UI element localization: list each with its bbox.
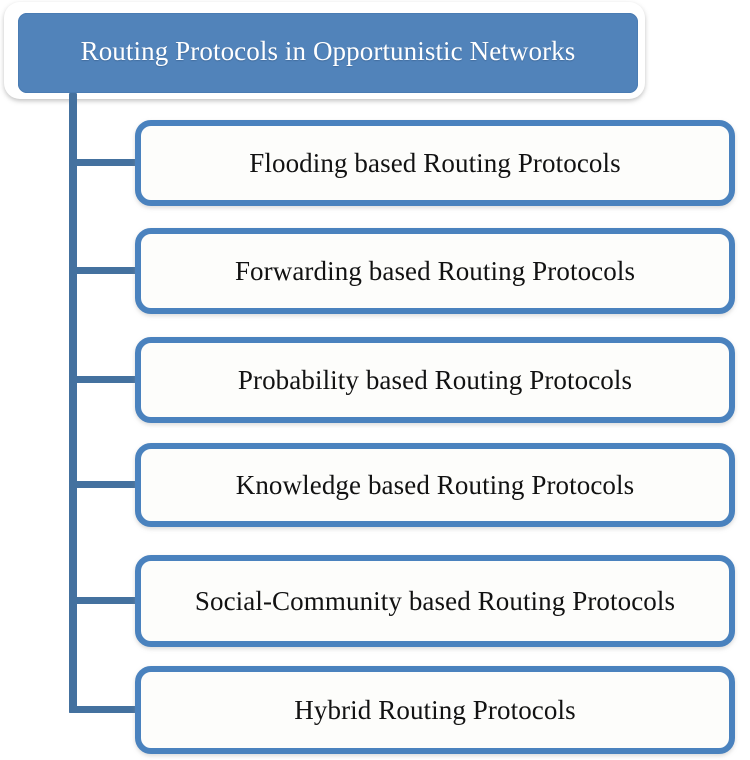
connector-trunk-vertical bbox=[69, 93, 77, 713]
connector-branch-4 bbox=[69, 481, 141, 488]
child-node-probability[interactable]: Probability based Routing Protocols bbox=[135, 337, 735, 423]
child-node-label: Forwarding based Routing Protocols bbox=[234, 255, 636, 286]
connector-branch-6 bbox=[69, 706, 141, 713]
root-node-label: Routing Protocols in Opportunistic Netwo… bbox=[80, 35, 576, 66]
root-node[interactable]: Routing Protocols in Opportunistic Netwo… bbox=[18, 13, 638, 93]
child-node-label: Hybrid Routing Protocols bbox=[294, 694, 576, 725]
child-node-social-community[interactable]: Social-Community based Routing Protocols bbox=[135, 555, 735, 647]
child-node-forwarding[interactable]: Forwarding based Routing Protocols bbox=[135, 228, 735, 314]
child-node-knowledge[interactable]: Knowledge based Routing Protocols bbox=[135, 443, 735, 527]
child-node-label: Flooding based Routing Protocols bbox=[249, 147, 621, 178]
connector-branch-1 bbox=[69, 159, 141, 166]
connector-branch-3 bbox=[69, 376, 141, 383]
root-node-frame: Routing Protocols in Opportunistic Netwo… bbox=[4, 2, 645, 99]
child-node-label: Knowledge based Routing Protocols bbox=[235, 469, 635, 500]
child-node-label: Probability based Routing Protocols bbox=[237, 364, 633, 395]
connector-branch-2 bbox=[69, 267, 141, 274]
child-node-flooding[interactable]: Flooding based Routing Protocols bbox=[135, 120, 735, 206]
child-node-label: Social-Community based Routing Protocols bbox=[194, 585, 676, 616]
connector-branch-5 bbox=[69, 597, 141, 604]
child-node-hybrid[interactable]: Hybrid Routing Protocols bbox=[135, 666, 735, 754]
